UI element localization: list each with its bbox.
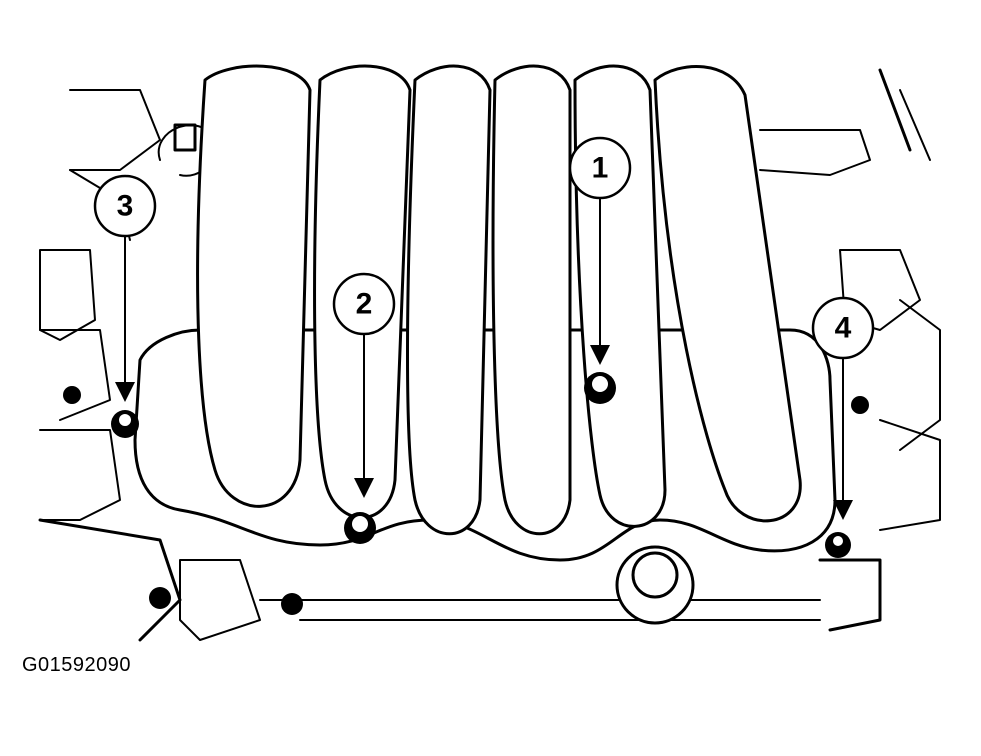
callout-2-label: 2 — [356, 288, 373, 321]
callout-4: 4 — [811, 296, 875, 520]
callout-3-label: 3 — [117, 190, 134, 223]
bolt-1 — [584, 372, 616, 404]
callout-2: 2 — [332, 272, 396, 498]
figure-id: G01592090 — [22, 654, 132, 676]
callout-3: 3 — [93, 174, 157, 402]
callout-1: 1 — [568, 136, 632, 365]
extra-bolts — [63, 386, 869, 615]
intake-runners — [196, 64, 802, 536]
engine-background-linework — [38, 68, 941, 642]
bolt-4 — [825, 532, 851, 558]
callout-4-label: 4 — [835, 312, 852, 345]
bolt-2 — [344, 512, 376, 544]
callout-1-label: 1 — [592, 152, 609, 185]
center-boss — [615, 545, 695, 625]
bolt-3 — [111, 410, 139, 438]
